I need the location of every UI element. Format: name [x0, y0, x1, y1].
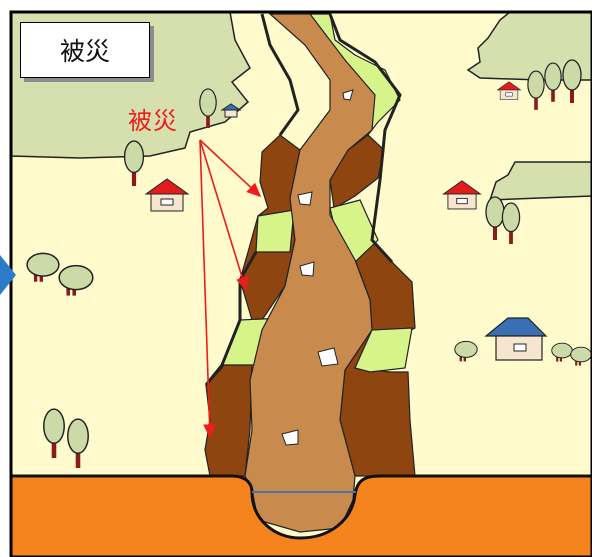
rocks — [281, 89, 354, 446]
green-bank-right-2 — [354, 327, 413, 373]
hill-mid-right — [488, 161, 592, 201]
bank-outline-left-lower — [204, 251, 258, 386]
house-icon — [484, 317, 548, 361]
ground-strip — [9, 474, 592, 557]
title-box-text: 被災 — [59, 37, 110, 66]
title-box: 被災 — [20, 22, 150, 78]
green-bank-left-1 — [255, 209, 295, 253]
diagram-frame — [9, 10, 592, 557]
house-icon — [220, 103, 242, 118]
damage-label: 被災 — [128, 107, 178, 135]
damage-arrows — [199, 139, 262, 439]
arrow-to-middle-bank — [199, 139, 249, 292]
arrow-to-upper-bank — [199, 139, 262, 198]
bank-outline-right — [328, 13, 402, 264]
marker-arrow-icon — [0, 255, 16, 295]
bank-outline-left — [260, 13, 300, 136]
rock-icon — [299, 261, 315, 277]
rock-icon — [342, 89, 354, 101]
rock-icon — [297, 191, 313, 206]
rock-icon — [317, 347, 339, 367]
arrow-to-lower-bank — [199, 139, 216, 439]
rock-icon — [281, 429, 299, 446]
